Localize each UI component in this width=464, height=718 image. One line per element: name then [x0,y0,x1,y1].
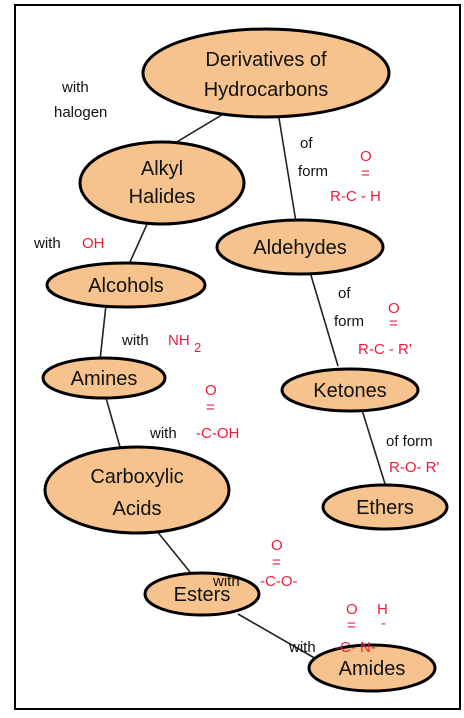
node-ketones: Ketones [280,367,420,413]
svg-text:O: O [271,537,283,554]
node-derivatives-line1: Derivatives of [205,49,327,71]
svg-text:halogen: halogen [54,104,107,121]
svg-text:with: with [149,425,177,442]
svg-text:-: - [381,615,386,632]
svg-text:form: form [334,313,364,330]
edge-ketones-ethers [361,409,387,488]
svg-text:of: of [338,285,351,302]
svg-text:O: O [360,148,372,165]
svg-text:=: = [206,399,215,416]
annotation-with-amide: O H = - with -C- N- [288,601,388,656]
edge-aldehydes-ketones [309,271,339,367]
annotation-with-nh2: with NH 2 [121,332,201,355]
node-alcohols: Alcohols [45,261,207,309]
node-esters: Esters [143,571,261,617]
node-alkyl-halides: Alkyl Halides [78,140,246,226]
svg-text:O: O [388,300,400,317]
annotation-ether-form: of form R-O- R' [386,433,439,476]
svg-text:with: with [61,79,89,96]
svg-text:=: = [272,554,281,571]
svg-text:-C-OH: -C-OH [196,425,239,442]
annotation-with-coo: O = with -C-O- [212,537,298,590]
svg-text:with: with [212,573,240,590]
node-aldehydes: Aldehydes [215,218,385,276]
edge-esters-amides [237,613,319,661]
svg-text:-C- N-: -C- N- [335,639,376,656]
node-carboxylic-acids-line2: Acids [113,498,162,520]
svg-text:R-C - H: R-C - H [330,188,381,205]
node-carboxylic-acids-line1: Carboxylic [90,466,183,488]
edge-carboxylic-acids-esters [155,529,191,573]
svg-text:=: = [361,165,370,182]
node-ethers-label: Ethers [356,497,414,519]
svg-text:H: H [377,601,388,618]
node-carboxylic-acids: Carboxylic Acids [43,445,231,535]
svg-text:O: O [205,382,217,399]
edge-alcohols-amines [99,304,107,361]
svg-text:-C-O-: -C-O- [260,573,298,590]
node-aldehydes-label: Aldehydes [253,237,346,259]
svg-text:of form: of form [386,433,433,450]
annotation-with-cooh: O = with -C-OH [149,382,239,442]
annotation-with-halogen: with halogen [54,79,107,121]
edge-alkyl-halides-alcohols [129,221,149,263]
node-esters-label: Esters [174,584,231,606]
node-derivatives-of-hydrocarbons: Derivatives of Hydrocarbons [141,27,391,119]
svg-text:with: with [121,332,149,349]
annotation-aldehyde-form: of form O = R-C - H [298,135,381,205]
node-amides-label: Amides [339,658,406,680]
svg-text:form: form [298,163,328,180]
node-ketones-label: Ketones [313,380,386,402]
svg-text:with: with [33,235,61,252]
svg-text:with: with [288,639,316,656]
svg-text:NH: NH [168,332,190,349]
svg-text:O: O [346,601,358,618]
edge-amines-carboxylic-acids [105,397,121,448]
node-amides: Amides [307,643,437,693]
svg-text:=: = [389,315,398,332]
svg-text:2: 2 [194,340,201,355]
svg-text:=: = [347,617,356,634]
node-derivatives-line2: Hydrocarbons [204,79,329,101]
node-alcohols-label: Alcohols [88,275,164,297]
node-amines-label: Amines [71,368,138,390]
svg-text:R-C - R': R-C - R' [358,341,412,358]
node-alkyl-halides-line2: Halides [129,186,196,208]
svg-text:OH: OH [82,235,105,252]
node-amines: Amines [41,356,167,400]
edge-derivatives-aldehydes [277,111,297,223]
svg-text:of: of [300,135,313,152]
svg-text:R-O- R': R-O- R' [389,459,439,476]
node-ethers: Ethers [321,483,449,531]
annotation-with-oh: with OH [33,235,105,252]
node-alkyl-halides-line1: Alkyl [141,158,183,180]
annotation-ketone-form: of form O = R-C - R' [334,285,412,358]
